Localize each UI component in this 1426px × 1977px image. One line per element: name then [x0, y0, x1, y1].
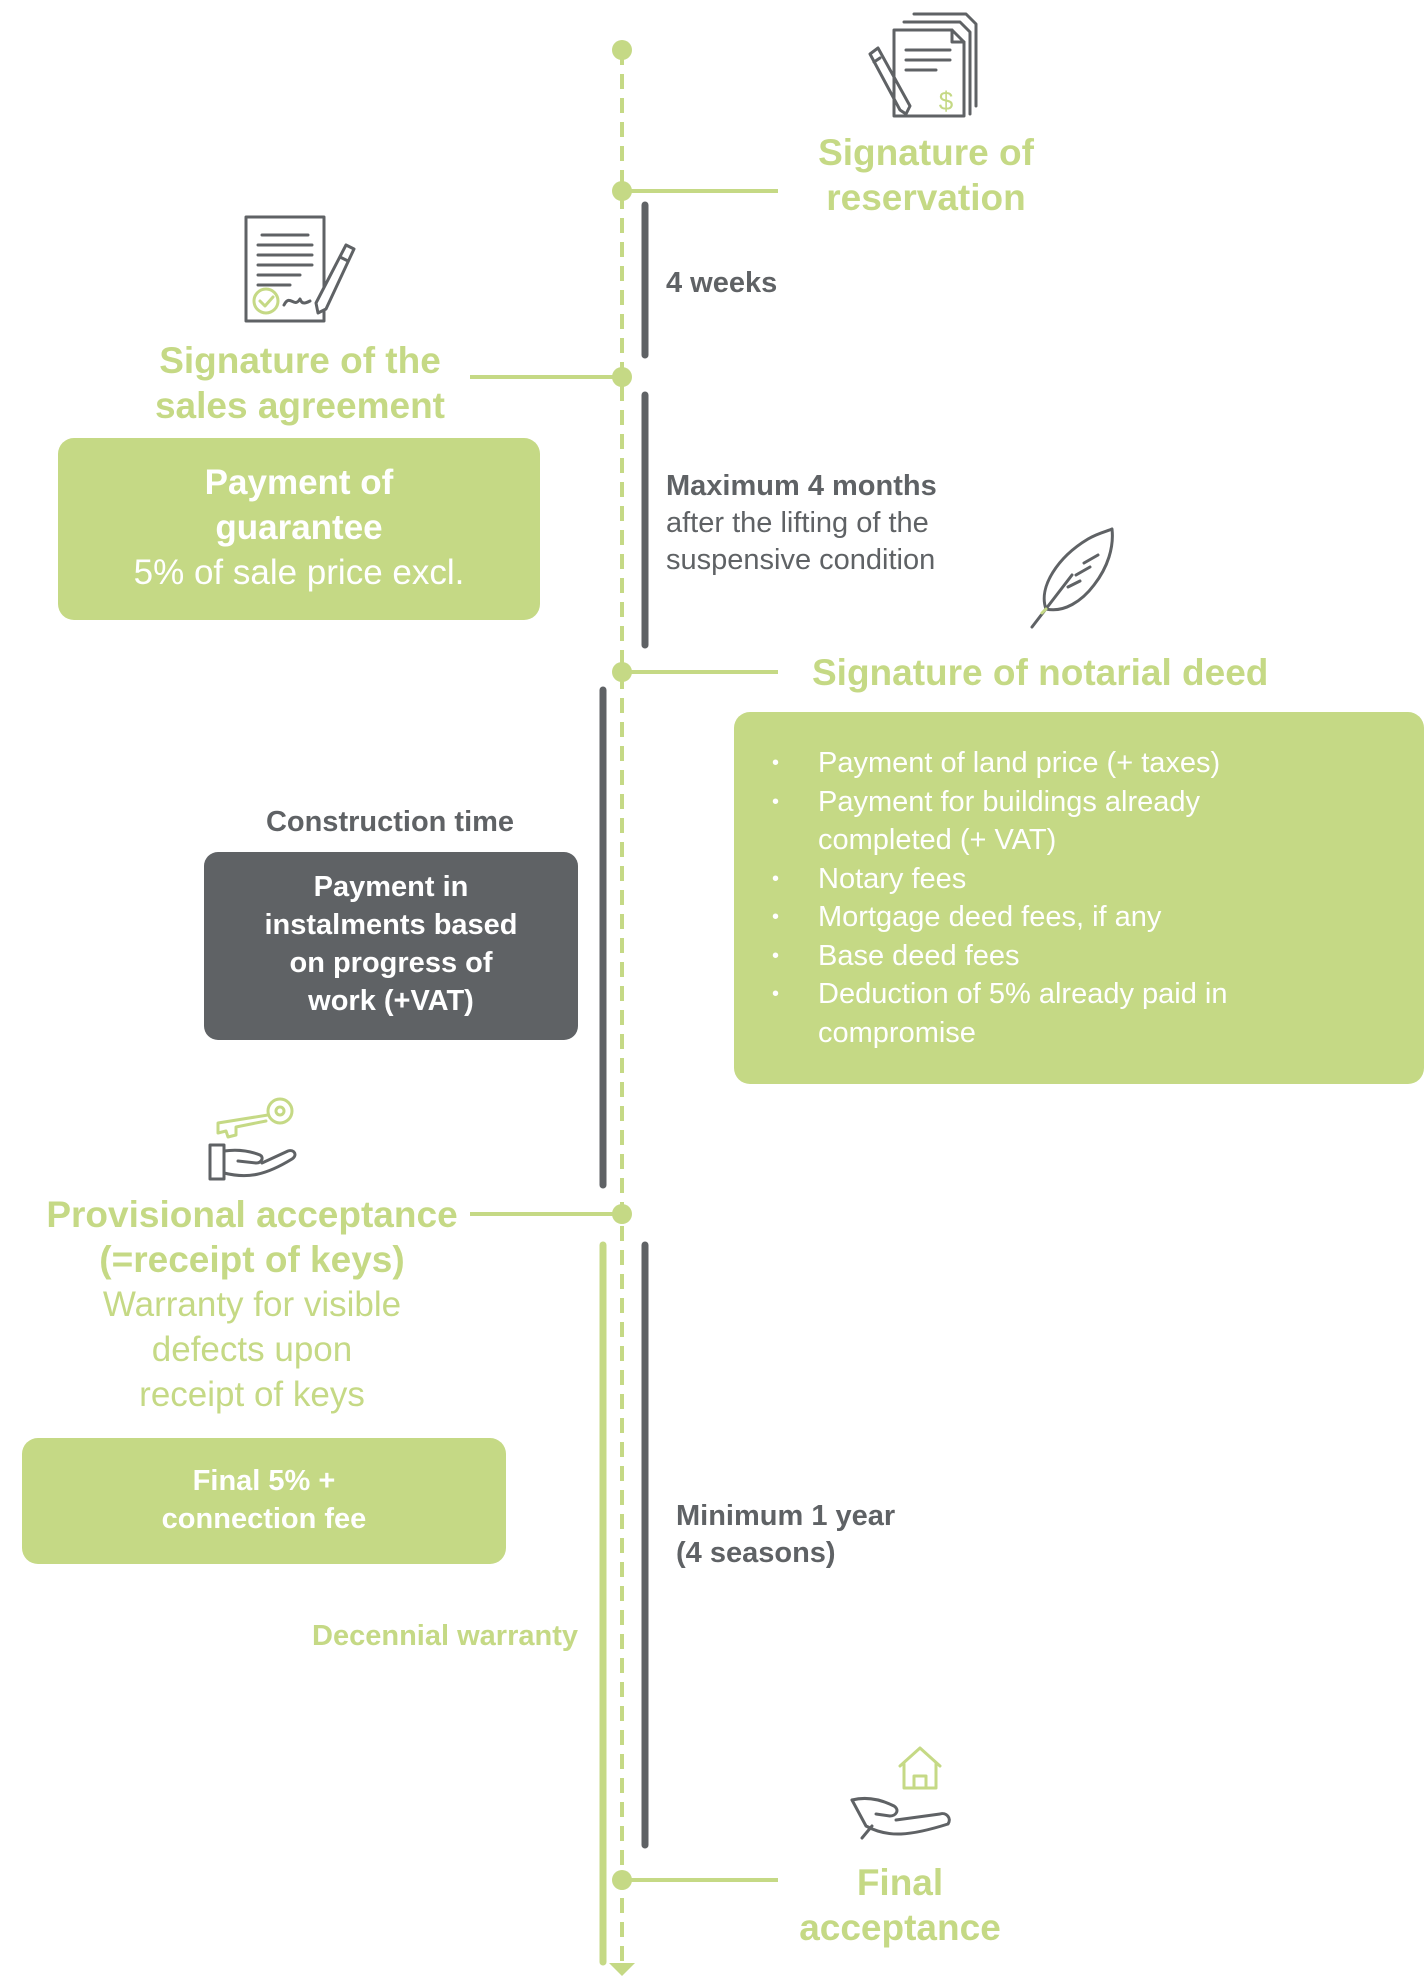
warranty-line: receipt of keys	[139, 1375, 365, 1414]
timeline-arrow-head	[609, 1963, 635, 1976]
deed-payment-text: Deduction of 5% already paid in	[818, 978, 1228, 1010]
deed-payment-item: Payment for buildings already completed (…	[734, 783, 1424, 860]
duration-label-construction: Construction time	[265, 806, 515, 838]
timeline-start-dot	[612, 40, 632, 60]
milestone-title-sales-agreement: Signature of the sales agreement	[120, 338, 480, 428]
milestone-dot-sales-agreement	[612, 367, 632, 387]
box-text-line: Final 5% +	[192, 1465, 336, 1497]
deed-payment-text: Mortgage deed fees, if any	[818, 901, 1162, 933]
warranty-line: Warranty for visible	[102, 1285, 402, 1324]
box-text-line: on progress of	[289, 947, 493, 979]
box-text-line: connection fee	[161, 1503, 367, 1535]
duration-label-4-months: Maximum 4 months after the lifting of th…	[666, 468, 937, 579]
deed-payment-text: Payment for buildings already	[818, 785, 1201, 818]
deed-payment-text: completed (+ VAT)	[818, 824, 1057, 856]
duration-label-1-year: Minimum 1 year (4 seasons)	[676, 1498, 895, 1572]
duration-text-line: (4 seasons)	[676, 1537, 836, 1569]
instalment-payment-box: Payment in instalments based on progress…	[204, 852, 578, 1040]
box-text-line: instalments based	[264, 909, 518, 941]
milestone-title-reservation: Signature of reservation	[766, 130, 1086, 220]
hand-with-key-icon	[204, 1093, 304, 1185]
milestone-title-line: acceptance	[799, 1907, 1001, 1948]
box-title-line: guarantee	[215, 508, 383, 547]
milestone-title-line: reservation	[826, 177, 1026, 218]
deed-payment-item: Deduction of 5% already paid in compromis…	[734, 975, 1424, 1052]
milestone-title-line: sales agreement	[154, 385, 445, 426]
contract-signed-icon	[240, 213, 358, 325]
box-text-line: work (+VAT)	[308, 985, 474, 1017]
milestone-dot-reservation	[612, 181, 632, 201]
hand-with-house-icon	[848, 1742, 952, 1844]
deed-payment-item: Notary fees	[734, 860, 1424, 899]
milestone-title-provisional-acceptance: Provisional acceptance (=receipt of keys…	[24, 1192, 480, 1282]
deed-payment-item: Mortgage deed fees, if any	[734, 898, 1424, 937]
milestone-dot-provisional-acceptance	[612, 1204, 632, 1224]
milestone-title-notarial-deed: Signature of notarial deed	[812, 652, 1269, 693]
warranty-line: defects upon	[151, 1330, 353, 1369]
feather-quill-icon	[1028, 527, 1118, 631]
milestone-title-line: Signature of the	[159, 340, 441, 381]
deed-payment-item: Payment of land price (+ taxes)	[734, 744, 1424, 783]
decennial-warranty-label: Decennial warranty	[312, 1620, 578, 1652]
deed-payment-text: Payment of land price (+ taxes)	[818, 747, 1221, 779]
duration-label-4-weeks: 4 weeks	[666, 267, 778, 299]
duration-text-line: Minimum 1 year	[676, 1500, 896, 1532]
milestone-dot-final-acceptance	[612, 1870, 632, 1890]
deed-payment-list: Payment of land price (+ taxes) Payment …	[734, 744, 1424, 1052]
guarantee-payment-box: Payment of guarantee 5% of sale price ex…	[58, 438, 540, 620]
duration-bold-text: Maximum 4 months	[666, 470, 937, 502]
final-payment-box: Final 5% + connection fee	[22, 1438, 506, 1564]
milestone-title-line: Provisional acceptance	[46, 1194, 458, 1235]
box-text-line: Payment in	[313, 871, 469, 903]
milestone-dot-notarial-deed	[612, 662, 632, 682]
milestone-title-line: (=receipt of keys)	[99, 1239, 405, 1280]
notarial-deed-payments-box: Payment of land price (+ taxes) Payment …	[734, 712, 1424, 1084]
visible-defects-warranty-text: Warranty for visible defects upon receip…	[24, 1282, 480, 1417]
milestone-title-line: Signature of	[818, 132, 1034, 173]
milestone-title-final-acceptance: Final acceptance	[760, 1860, 1040, 1950]
deed-payment-text: Base deed fees	[818, 939, 1020, 972]
milestone-title-line: Final	[856, 1862, 944, 1903]
deed-payment-text: Notary fees	[818, 862, 967, 895]
deed-payment-text: compromise	[818, 1016, 976, 1049]
box-subtitle: 5% of sale price excl.	[133, 553, 465, 592]
box-title-line: Payment of	[204, 463, 394, 502]
duration-text-line: after the lifting of the	[666, 507, 929, 539]
deed-payment-item: Base deed fees	[734, 937, 1424, 976]
duration-text-line: suspensive condition	[666, 544, 936, 576]
svg-text:$: $	[939, 86, 954, 116]
documents-signing-icon: $	[866, 10, 986, 120]
